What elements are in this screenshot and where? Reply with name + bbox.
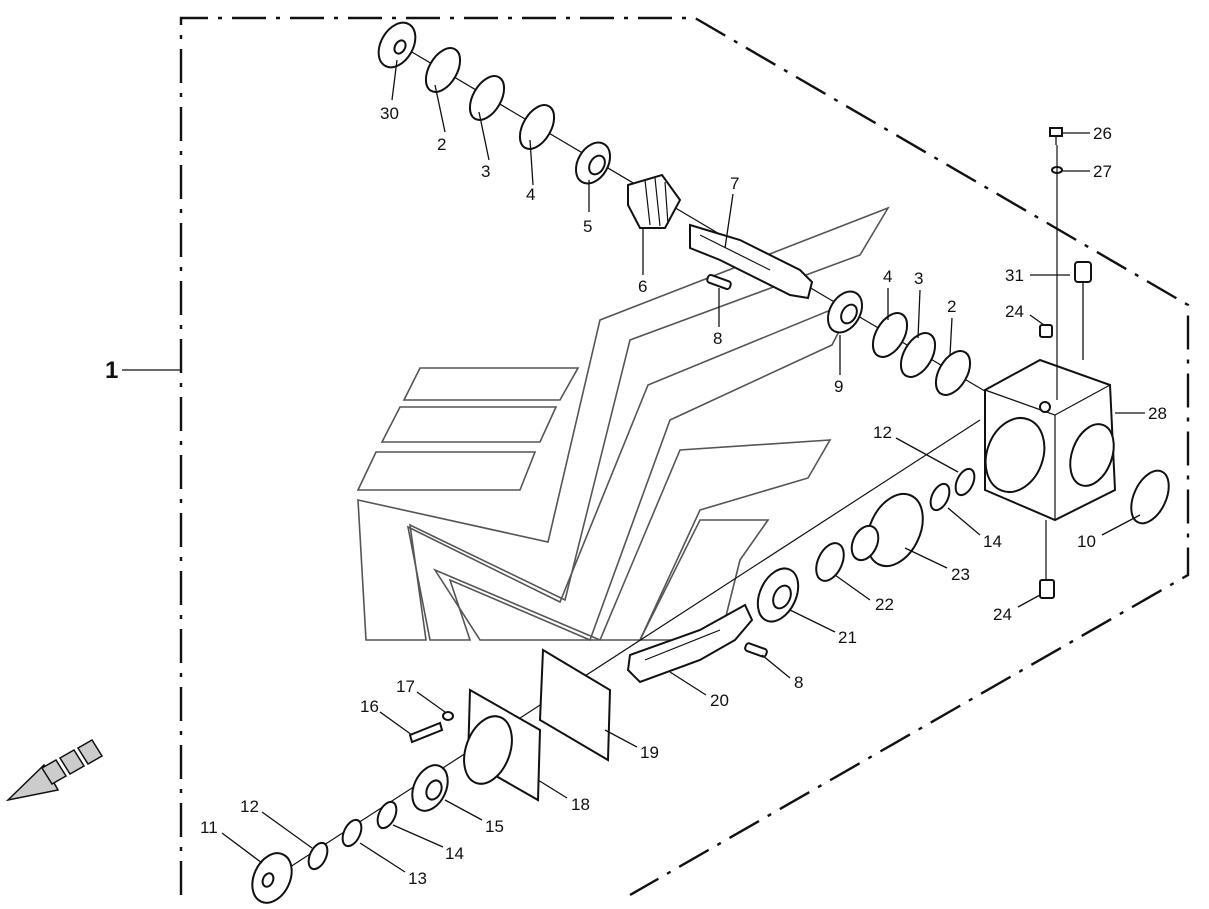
bearing-15	[411, 764, 449, 812]
callout-3: 3	[914, 269, 923, 288]
ring-14-lower	[376, 800, 398, 830]
callout-7: 7	[730, 174, 739, 193]
callout-14: 14	[445, 844, 464, 863]
callout-18: 18	[571, 795, 590, 814]
callout-15: 15	[485, 817, 504, 836]
gasket-19	[538, 648, 612, 762]
bevel-gear-6	[627, 173, 682, 229]
plug-24-bottom	[1039, 579, 1055, 599]
circlip-13	[341, 818, 363, 848]
seal-12-upper	[954, 467, 976, 497]
callout-16: 16	[360, 697, 379, 716]
key-8-lower	[744, 642, 768, 658]
callout-6: 6	[638, 277, 647, 296]
cap-11	[251, 852, 293, 904]
shim-ring-22	[815, 542, 845, 582]
bearing-21	[756, 567, 800, 623]
shim-ring-3b	[899, 332, 937, 378]
bevel-gear-23	[850, 492, 924, 568]
callout-5: 5	[583, 217, 592, 236]
washer-17	[442, 711, 454, 721]
callout-23: 23	[951, 565, 970, 584]
bearing-5	[574, 141, 612, 185]
watermark-logo	[356, 206, 890, 642]
callout-9: 9	[834, 377, 843, 396]
shim-ring-4b	[871, 312, 909, 358]
callout-10: 10	[1077, 532, 1096, 551]
callout-28: 28	[1148, 404, 1167, 423]
callout-20: 20	[710, 691, 729, 710]
bearing-9	[826, 290, 864, 334]
bolt-26	[1049, 127, 1063, 145]
callout-24: 24	[993, 605, 1012, 624]
callout-26: 26	[1093, 124, 1112, 143]
callout-22: 22	[875, 595, 894, 614]
screw-16	[408, 721, 444, 744]
callout-8: 8	[713, 329, 722, 348]
shaft-20	[626, 603, 754, 684]
circlip-2b	[934, 350, 972, 396]
callout-2: 2	[437, 135, 446, 154]
seal-12-lower	[307, 841, 329, 871]
callout-14: 14	[983, 532, 1002, 551]
callout-8: 8	[794, 673, 803, 692]
callout-27: 27	[1093, 162, 1112, 181]
dipstick-31	[1074, 261, 1092, 360]
callout-30: 30	[380, 104, 399, 123]
callout-4: 4	[526, 185, 535, 204]
flange-18	[463, 688, 542, 802]
callout-4: 4	[883, 267, 892, 286]
callout-11: 11	[200, 818, 218, 837]
callout-17: 17	[396, 677, 415, 696]
shaft-7	[689, 223, 814, 300]
callout-12: 12	[873, 423, 892, 442]
direction-arrow-icon	[5, 738, 104, 802]
plug-24-top	[1039, 324, 1053, 338]
circlip-2	[424, 47, 462, 93]
key-8-upper	[706, 273, 732, 291]
callout-19: 19	[640, 743, 659, 762]
callout-24: 24	[1005, 302, 1024, 321]
callout-13: 13	[408, 869, 427, 888]
leader-lines	[221, 59, 1145, 873]
assembly-label: 1	[105, 357, 118, 384]
callout-2: 2	[947, 297, 956, 316]
shim-ring-3	[468, 75, 506, 121]
callout-31: 31	[1005, 266, 1024, 285]
assembly-boundary	[179, 16, 1190, 897]
washer-30	[377, 21, 417, 69]
callouts: 30 2 3 4 5 6 7 8 9 4 3 2 31 26 27 24 28 …	[200, 104, 1167, 888]
ring-14-upper	[929, 482, 951, 512]
callout-3: 3	[481, 162, 490, 181]
o-ring-10	[1130, 469, 1170, 525]
gearbox-housing-28	[984, 358, 1117, 522]
callout-21: 21	[838, 628, 857, 647]
callout-12: 12	[240, 797, 259, 816]
shim-ring-4	[518, 104, 556, 150]
